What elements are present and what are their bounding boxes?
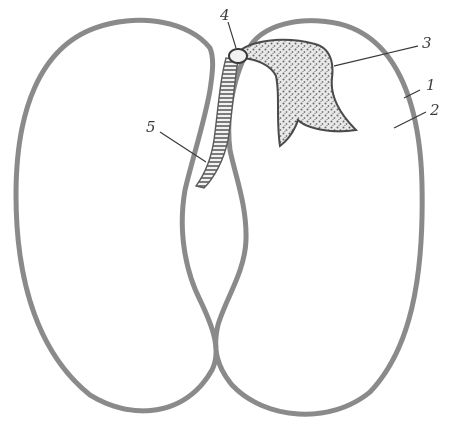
label-2: 2	[429, 101, 440, 119]
label-1: 1	[426, 76, 436, 94]
label-5: 5	[146, 118, 156, 136]
leader-line-4	[228, 22, 236, 48]
leader-line-3	[334, 46, 418, 66]
leader-line-2	[394, 112, 426, 128]
left-cotyledon	[16, 20, 216, 411]
plumule	[238, 40, 356, 146]
label-4: 4	[219, 6, 230, 24]
germ-bud	[229, 49, 247, 63]
label-3: 3	[422, 34, 432, 52]
